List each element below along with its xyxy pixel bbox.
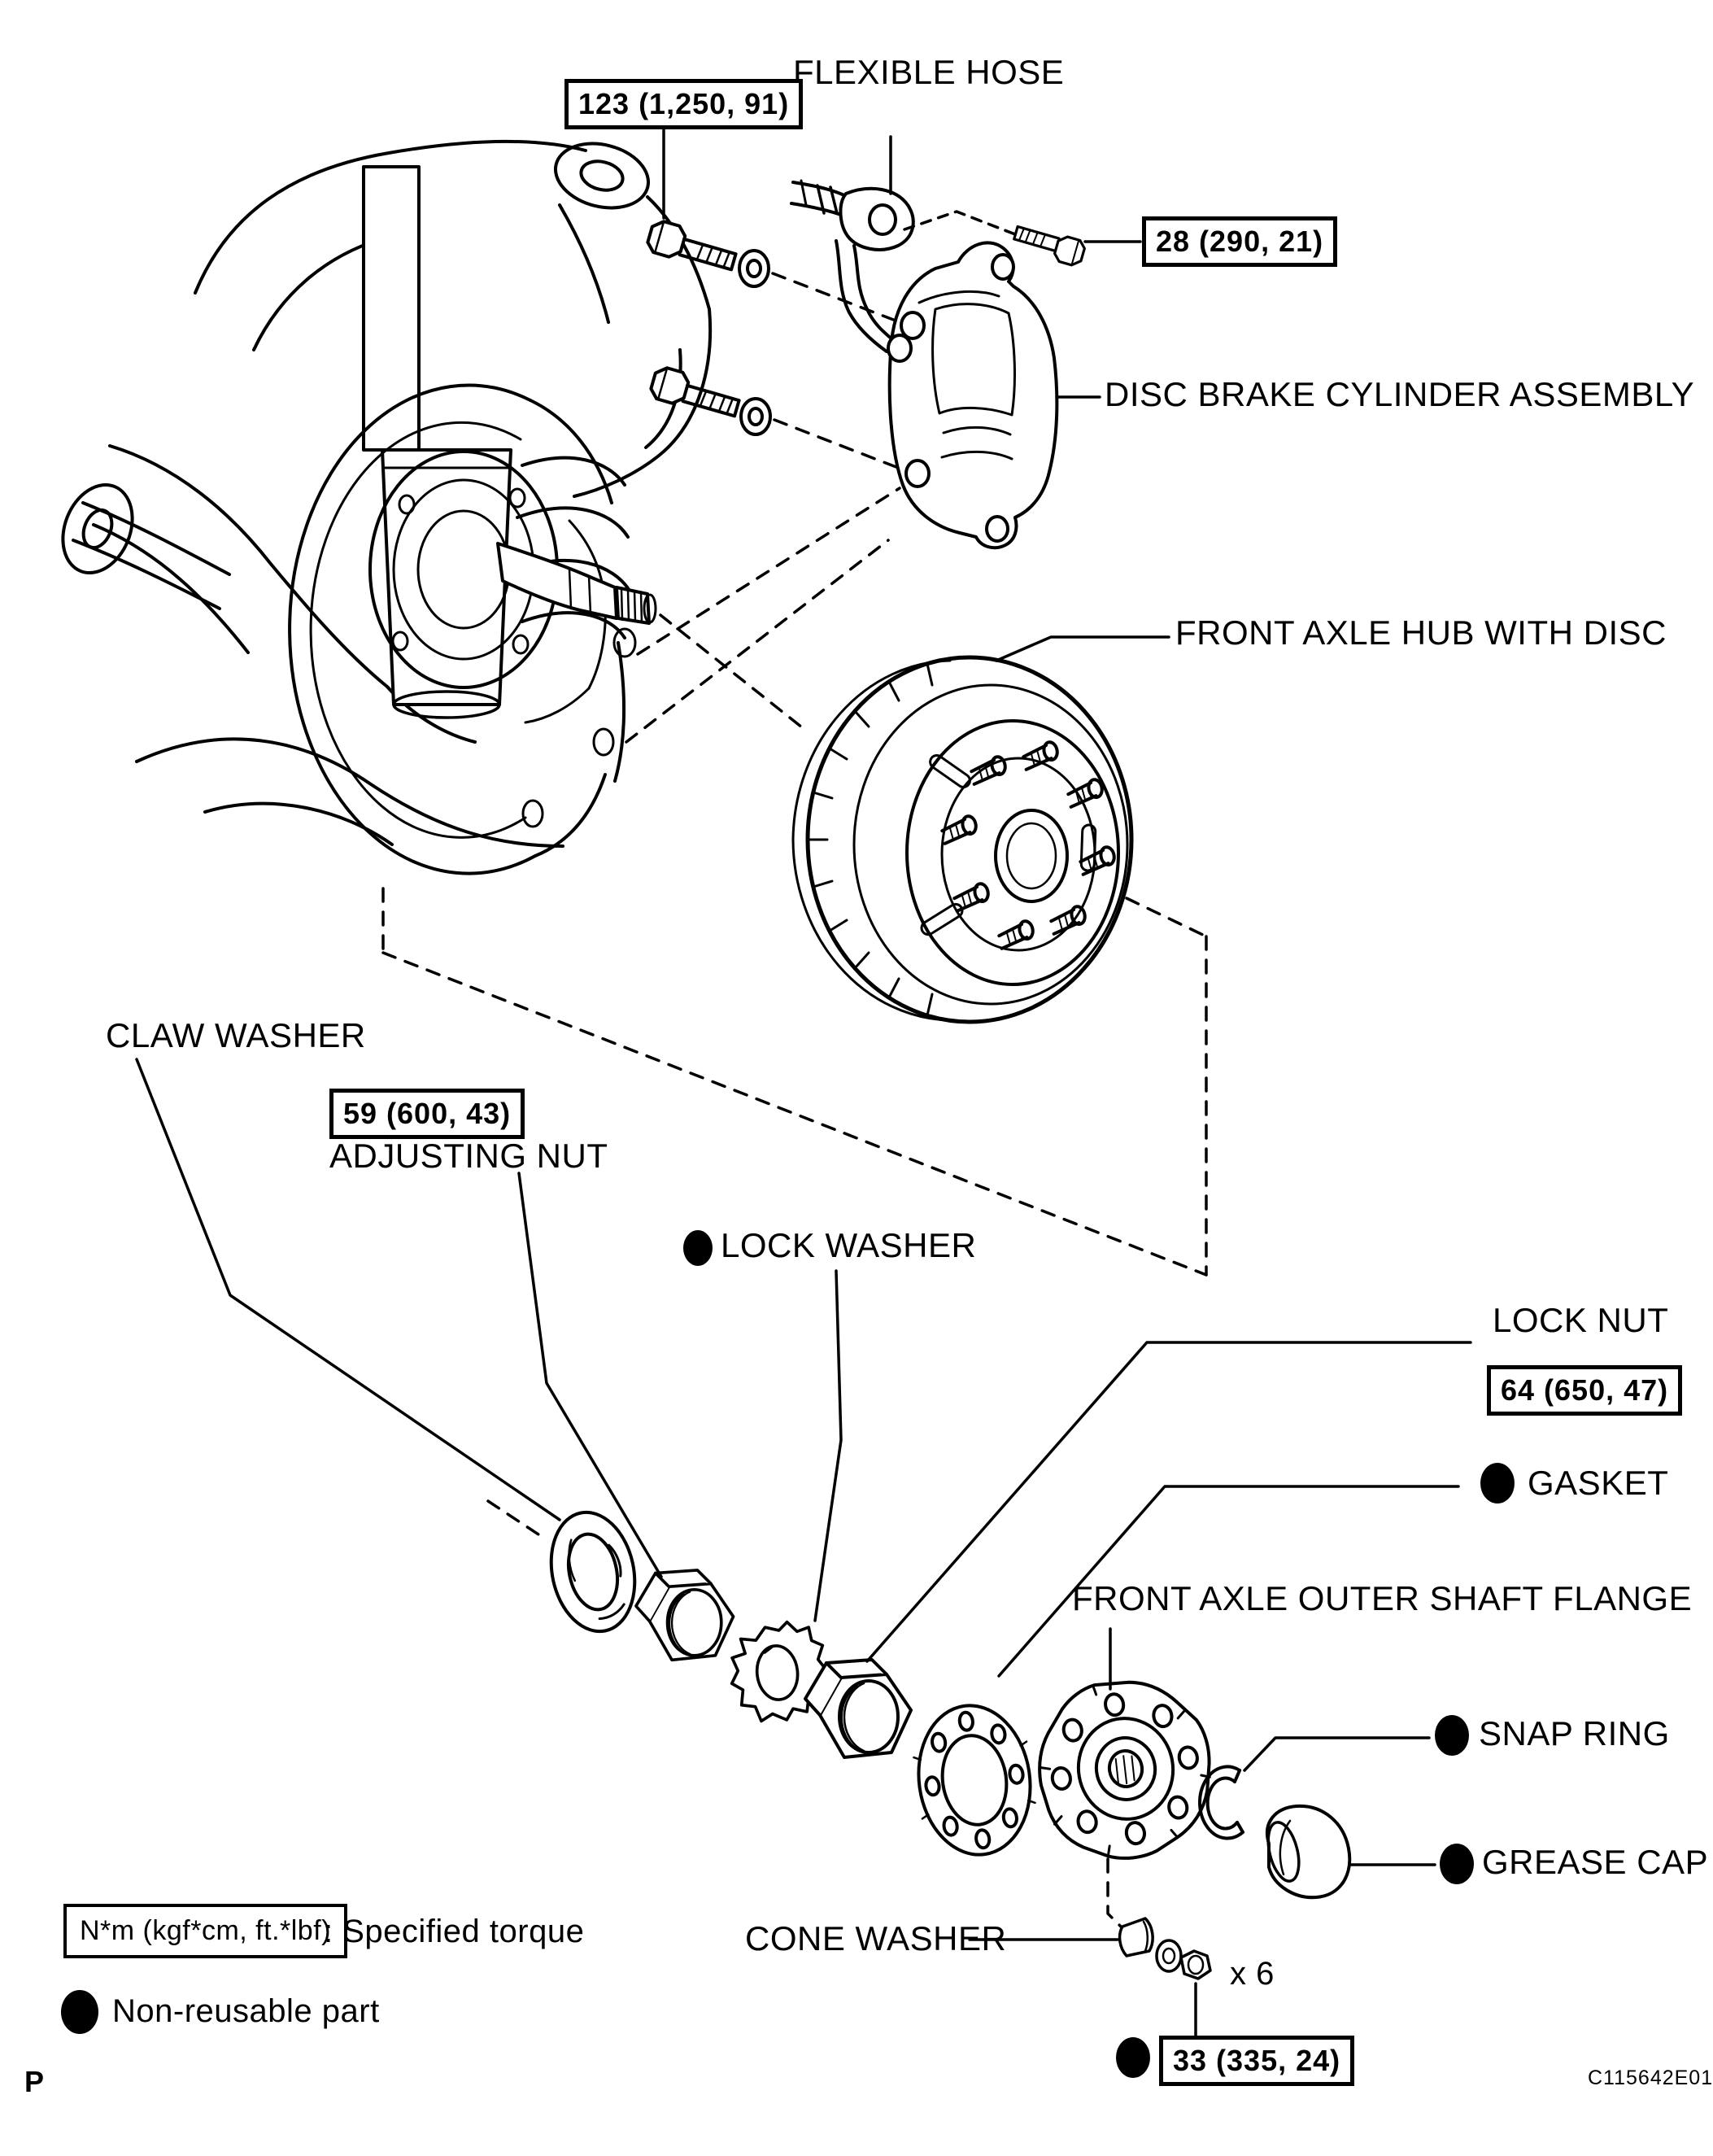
non-reusable-icon	[1440, 1844, 1474, 1884]
flexible-hose-label: FLEXIBLE HOSE	[793, 53, 1065, 91]
cone-washer-drawing	[1118, 1917, 1154, 1957]
leader-lines	[135, 124, 1472, 2037]
figure-code: C115642E01	[1588, 2067, 1713, 2089]
brake-caliper-drawing	[887, 241, 1059, 550]
torque-box-lock-nut: 64 (650, 47)	[1487, 1365, 1683, 1416]
non-reusable-icon	[1435, 1715, 1469, 1756]
flexible-hose-drawing	[790, 179, 1088, 353]
front-axle-hub-label: FRONT AXLE HUB WITH DISC	[1175, 613, 1667, 652]
torque-box-flange-nut: 33 (335, 24)	[1159, 2036, 1355, 2086]
nut-count-label: x 6	[1230, 1956, 1275, 1992]
lock-nut-drawing	[804, 1658, 913, 1759]
snap-ring-label: SNAP RING	[1479, 1714, 1670, 1752]
dust-shield-drawing	[288, 383, 637, 875]
torque-box-caliper-bolt: 123 (1,250, 91)	[564, 79, 804, 129]
non-reusable-caption: Non-reusable part	[112, 1993, 380, 2029]
axle-flange-drawing	[1038, 1680, 1211, 1860]
union-bolt-drawing	[1010, 221, 1088, 269]
page-marker: P	[24, 2065, 45, 2098]
claw-washer-drawing	[549, 1510, 637, 1634]
cone-washer-label: CONE WASHER	[745, 1919, 1007, 1957]
lock-nut-label: LOCK NUT	[1493, 1301, 1669, 1339]
brake-rotor-drawing	[791, 655, 1134, 1024]
non-reusable-icon	[683, 1230, 713, 1266]
disc-brake-cylinder-label: DISC BRAKE CYLINDER ASSEMBLY	[1105, 375, 1695, 413]
torque-units-box: N*m (kgf*cm, ft.*lbf)	[63, 1904, 347, 1958]
caliper-bolts-drawing	[643, 216, 772, 436]
lock-washer-drawing	[730, 1620, 829, 1723]
non-reusable-icon	[61, 1990, 98, 2034]
gasket-drawing	[913, 1704, 1036, 1857]
flange-washer-drawing	[1155, 1939, 1183, 1973]
adjusting-nut-label: ADJUSTING NUT	[329, 1137, 608, 1175]
lock-washer-label: LOCK WASHER	[721, 1226, 977, 1264]
claw-washer-label: CLAW WASHER	[106, 1016, 366, 1054]
spindle-drawing	[496, 542, 657, 625]
shock-absorber-drawing	[362, 165, 631, 719]
torque-legend-caption: : Specified torque	[324, 1914, 585, 1949]
axle-flange-label: FRONT AXLE OUTER SHAFT FLANGE	[1072, 1579, 1693, 1617]
torque-box-union-bolt: 28 (290, 21)	[1142, 216, 1338, 267]
grease-cap-drawing	[1266, 1804, 1352, 1900]
flange-nut-drawing	[1179, 1949, 1212, 1980]
non-reusable-icon	[1480, 1463, 1515, 1504]
gasket-label: GASKET	[1528, 1464, 1669, 1502]
adjusting-nut-drawing	[634, 1569, 735, 1662]
grease-cap-label: GREASE CAP	[1482, 1843, 1709, 1881]
snap-ring-drawing	[1198, 1765, 1244, 1840]
non-reusable-icon	[1116, 2037, 1150, 2078]
assembly-dashed-lines	[381, 210, 1208, 1928]
torque-box-adjusting-nut: 59 (600, 43)	[329, 1089, 525, 1139]
